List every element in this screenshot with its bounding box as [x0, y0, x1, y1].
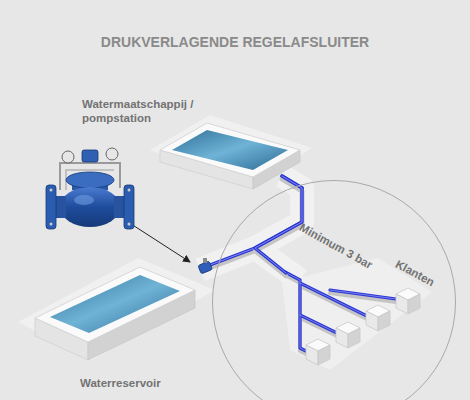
- pipe-line: [202, 176, 302, 268]
- reservoir-platform: [18, 258, 215, 360]
- house-icon: [306, 339, 330, 365]
- pipe-line: [202, 176, 302, 268]
- customers-area: Klanten: [286, 256, 436, 371]
- pipe-line: [255, 176, 302, 273]
- pipe-connector: [255, 176, 302, 276]
- pressure-zone-circle: Minimum 3 barKlanten: [212, 180, 456, 400]
- diagram-title: DRUKVERLAGENDE REGELAFSLUITER: [0, 34, 470, 50]
- pump-station-node: Watermaatschappij / pompstation: [80, 97, 305, 176]
- pipe-line: [202, 179, 302, 271]
- station-label: Watermaatschappij / pompstation: [82, 97, 212, 125]
- inline-valve: [198, 258, 212, 274]
- reservoir-label: Waterreservoir: [80, 376, 161, 390]
- leader-arrow: [128, 222, 190, 262]
- water-reservoir-basin: [35, 267, 195, 360]
- pressure-label: Minimum 3 bar: [297, 220, 375, 272]
- customer-pipes: [285, 272, 396, 355]
- house-icon: [396, 288, 420, 314]
- customers-label: Klanten: [393, 257, 437, 289]
- pump-station-tank: [160, 123, 300, 189]
- pipe-line: [255, 176, 302, 273]
- reservoir-node: Waterreservoir: [30, 262, 202, 392]
- house-icon: [336, 322, 360, 348]
- house-icon: [366, 305, 390, 331]
- pressure-reducing-valve: [46, 148, 134, 229]
- pipe-connector: [202, 176, 302, 271]
